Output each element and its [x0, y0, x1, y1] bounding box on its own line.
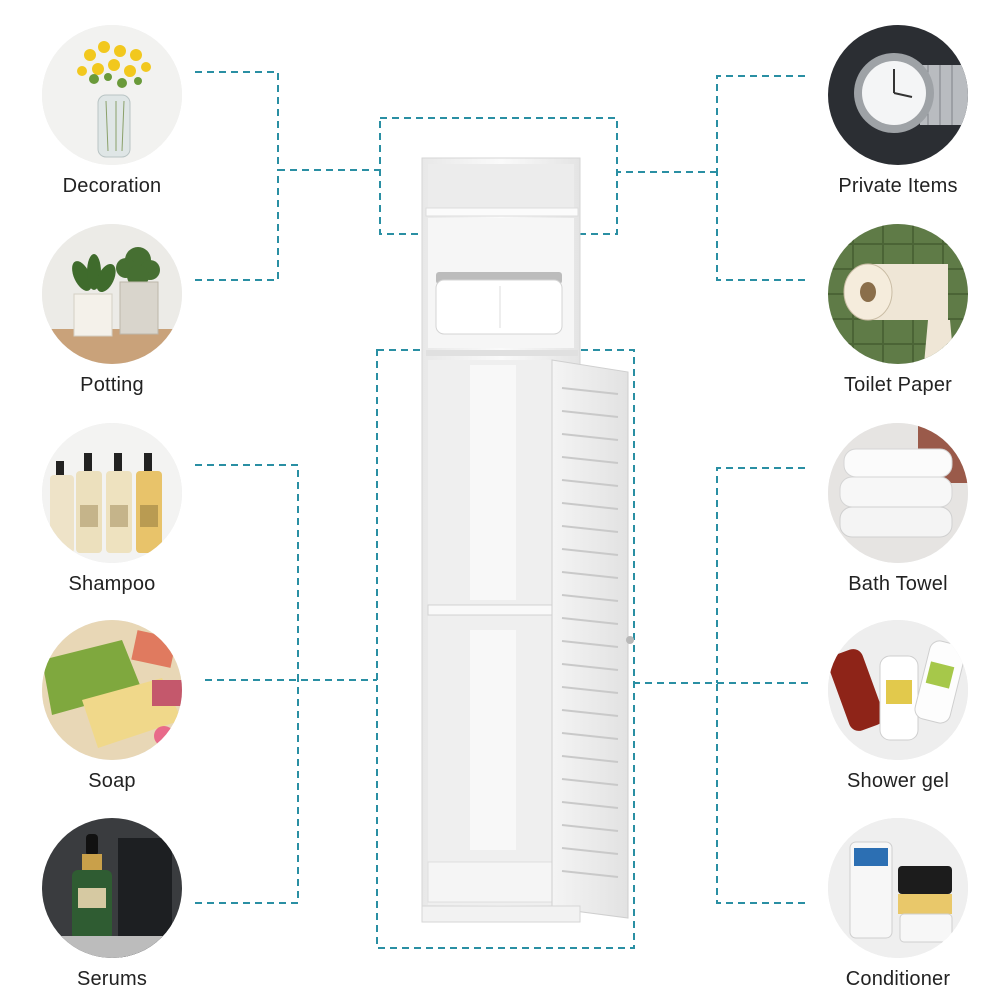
wristwatch-photo: [828, 25, 968, 165]
door-louver-slat: [561, 778, 619, 786]
door-louver-slat: [561, 410, 619, 418]
item-label: Soap: [88, 770, 136, 792]
shower-gel-bottles-photo: [828, 620, 968, 760]
item-label: Potting: [80, 374, 144, 396]
door-louver-slat: [561, 479, 619, 487]
usage-item-shampoo: Shampoo: [27, 423, 197, 596]
door-louver-slat: [561, 548, 619, 556]
item-label: Toilet Paper: [843, 374, 952, 396]
bathroom-storage-cabinet: [421, 157, 634, 923]
door-louver-slat: [561, 433, 619, 441]
leader-serums: [195, 680, 299, 904]
door-louver-slat: [561, 663, 619, 671]
item-label: Shampoo: [68, 573, 156, 595]
door-louver-slat: [561, 594, 619, 602]
leader-decoration: [195, 71, 279, 170]
toilet-paper-photo: [828, 224, 968, 364]
usage-item-shower-gel: Shower gel: [813, 620, 983, 793]
folded-towels-photo: [828, 423, 968, 563]
door-louver-slat: [561, 847, 619, 855]
leader-conditioner: [716, 683, 805, 904]
usage-item-toilet-paper: Toilet Paper: [813, 224, 983, 397]
item-label: Shower gel: [846, 770, 950, 792]
conditioner-jars-photo: [828, 818, 968, 958]
flower-vase-photo: [42, 25, 182, 165]
leader-potting: [195, 170, 279, 281]
door-louver-slat: [561, 686, 619, 694]
usage-item-conditioner: Conditioner: [813, 818, 983, 991]
door-louver-slat: [561, 824, 619, 832]
item-label: Serums: [76, 968, 148, 990]
shampoo-bottles-photo: [42, 423, 182, 563]
door-louver-slat: [561, 709, 619, 717]
usage-item-soap: Soap: [27, 620, 197, 793]
soap-bars-photo: [42, 620, 182, 760]
leader-private-items: [716, 75, 805, 172]
item-label: Bath Towel: [848, 573, 948, 595]
serum-bottle-photo: [42, 818, 182, 958]
item-label: Conditioner: [845, 968, 951, 990]
door-louver-slat: [561, 617, 619, 625]
usage-item-private-items: Private Items: [813, 25, 983, 198]
leader-toilet-paper: [716, 172, 805, 281]
door-louver-slat: [561, 732, 619, 740]
door-louver-slat: [561, 456, 619, 464]
door-louver-slat: [561, 801, 619, 809]
item-label: Decoration: [62, 175, 162, 197]
leader-shampoo: [195, 464, 299, 680]
door-louver-slat: [561, 387, 619, 395]
usage-item-bath-towel: Bath Towel: [813, 423, 983, 596]
potted-plant-photo: [42, 224, 182, 364]
usage-item-potting: Potting: [27, 224, 197, 397]
door-louver-slat: [561, 525, 619, 533]
usage-item-decoration: Decoration: [27, 25, 197, 198]
door-louver-slat: [561, 755, 619, 763]
door-louver-slat: [561, 571, 619, 579]
cabinet-body-highlight-box: [376, 349, 635, 949]
item-label: Private Items: [838, 175, 958, 197]
leader-bath-towel: [716, 467, 805, 683]
door-louver-slat: [561, 640, 619, 648]
door-louver-slat: [561, 502, 619, 510]
door-louver-slat: [561, 870, 619, 878]
usage-item-serums: Serums: [27, 818, 197, 991]
